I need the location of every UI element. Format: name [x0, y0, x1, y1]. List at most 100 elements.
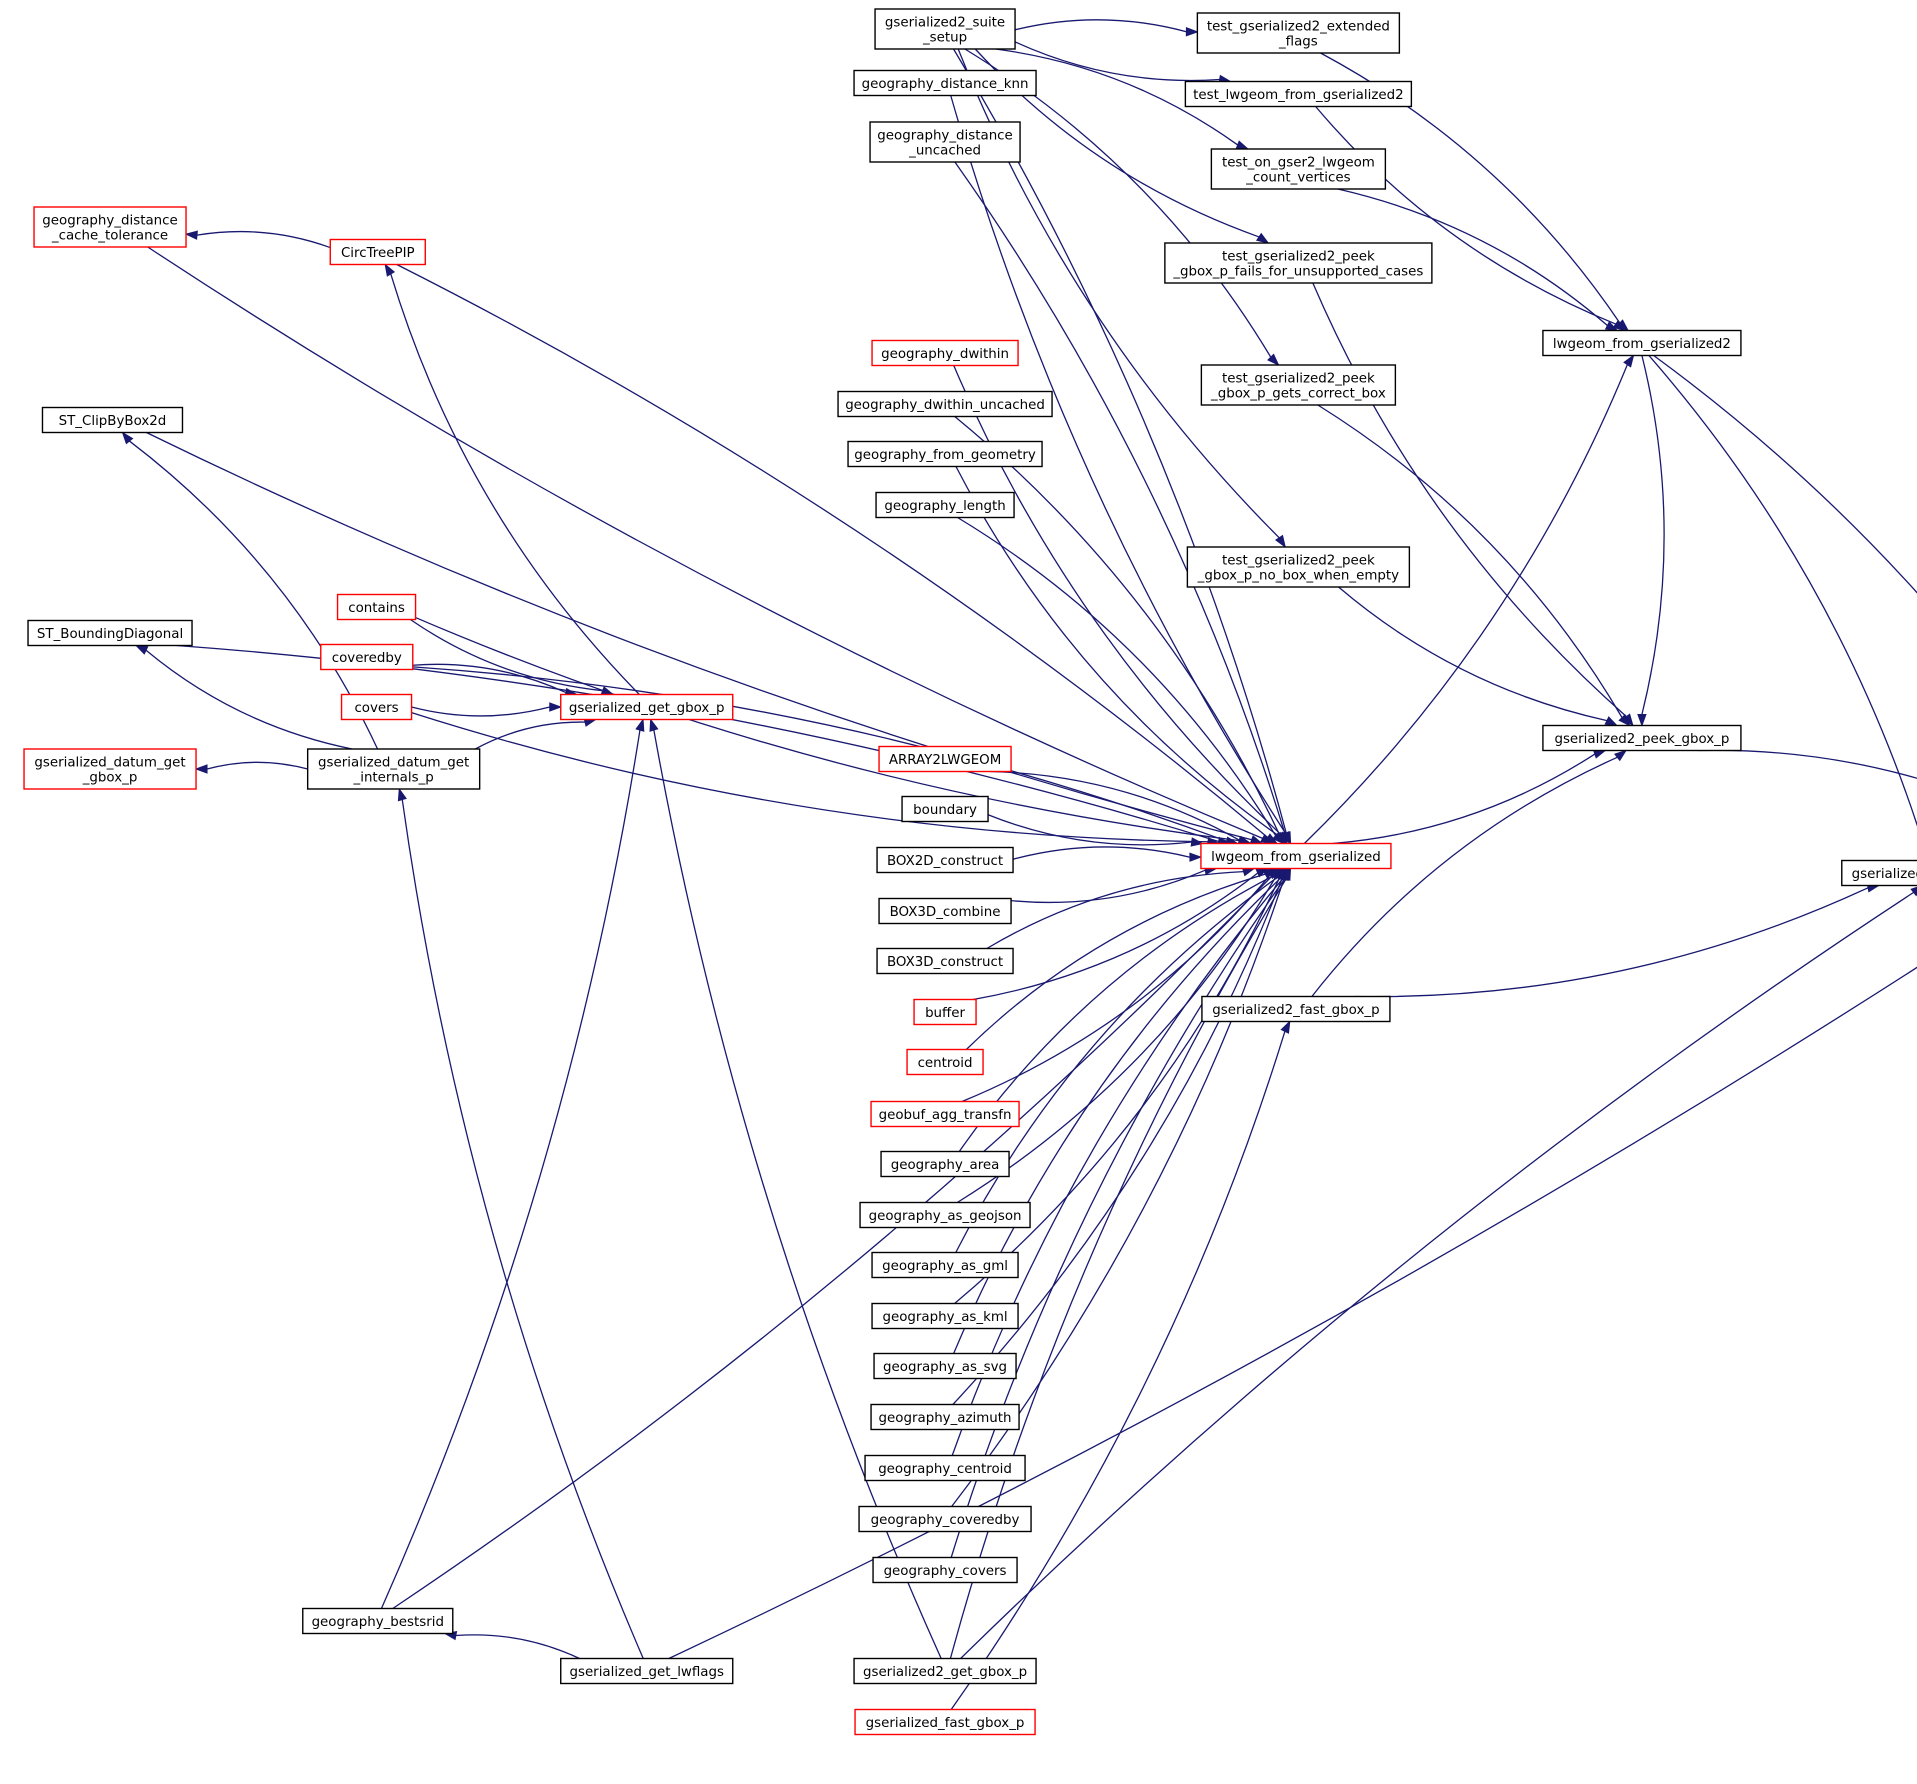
- node-geog-bestsrid[interactable]: geography_bestsrid: [302, 1607, 454, 1635]
- node-lwgeom-from-g2[interactable]: lwgeom_from_gserialized2: [1542, 329, 1742, 357]
- arrowhead-n_suite_setup-to-n_test_on_gser2: [1235, 140, 1250, 150]
- node-gs-get-gbox[interactable]: gserialized_get_gbox_p: [560, 693, 734, 721]
- arrowhead-n_lwgeom_from_g-to-n_lwgeom_from_g2: [1623, 354, 1635, 368]
- node-label: geography_azimuth: [879, 1411, 1012, 1426]
- node-label: centroid: [918, 1056, 973, 1071]
- node-box: [1200, 364, 1397, 406]
- node-geog-azimuth[interactable]: geography_azimuth: [870, 1403, 1020, 1431]
- arrowhead-n_gs_get_lwflags-to-n_gs_datum_internals: [397, 787, 407, 802]
- edge-n_test_peek_nobox-to-n_peek_gbox: [1338, 586, 1608, 722]
- node-box: [864, 1454, 1026, 1482]
- edge-n_circtree-to-n_geog_dist_cache: [196, 230, 331, 249]
- node-coveredby[interactable]: coveredby: [320, 643, 414, 671]
- node-lwgeom-from-g[interactable]: lwgeom_from_gserialized: [1200, 842, 1392, 870]
- node-fast-gbox2[interactable]: gserialized2_fast_gbox_p: [1201, 995, 1391, 1023]
- node-geog-dist-knn[interactable]: geography_distance_knn: [853, 69, 1037, 97]
- node-gs-datum-internals[interactable]: gserialized_datum_get_internals_p: [306, 748, 481, 790]
- node-label: gserialized2_fast_gbox_p: [1212, 1003, 1379, 1018]
- edge-n_st_clip-to-n_lwgeom_from_g: [146, 431, 1252, 841]
- node-box: [1184, 80, 1413, 108]
- node-box: [560, 1657, 734, 1685]
- node-label: geobuf_agg_transfn: [879, 1108, 1012, 1123]
- node-label: gserialized2_suite: [885, 16, 1005, 31]
- node-geog-covers[interactable]: geography_covers: [872, 1556, 1018, 1584]
- node-test-lwgeom-from[interactable]: test_lwgeom_from_gserialized2: [1184, 80, 1413, 108]
- node-geog-geojson[interactable]: geography_as_geojson: [859, 1201, 1031, 1229]
- node-contains[interactable]: contains: [336, 593, 417, 621]
- node-test-peek-nobox[interactable]: test_gserialized2_peek_gbox_p_no_box_whe…: [1186, 546, 1411, 588]
- node-gs2-get-gbox[interactable]: gserialized2_get_gbox_p: [853, 1657, 1037, 1685]
- node-st-clip[interactable]: ST_ClipByBox2d: [41, 406, 184, 434]
- edge-n_coveredby-to-n_lwgeom_from_g: [412, 666, 1228, 842]
- node-box: [1201, 995, 1391, 1023]
- node-box3d-cons[interactable]: BOX3D_construct: [876, 947, 1014, 975]
- node-suite-setup[interactable]: gserialized2_suite_setup: [874, 8, 1016, 50]
- node-box: [23, 748, 197, 790]
- node-geog-dwithin-unc[interactable]: geography_dwithin_uncached: [837, 390, 1053, 418]
- node-label: geography_as_geojson: [869, 1209, 1022, 1224]
- node-geog-svg[interactable]: geography_as_svg: [873, 1352, 1017, 1380]
- node-box: [870, 1403, 1020, 1431]
- edge-layer: [121, 19, 1917, 1710]
- node-gs-fast-gbox[interactable]: gserialized_fast_gbox_p: [854, 1708, 1036, 1736]
- node-geog-coveredby[interactable]: geography_coveredby: [858, 1505, 1032, 1533]
- node-gs-get-lwflags[interactable]: gserialized_get_lwflags: [560, 1657, 734, 1685]
- node-buffer[interactable]: buffer: [913, 998, 977, 1026]
- node-geog-length[interactable]: geography_length: [875, 491, 1015, 519]
- node-circtree[interactable]: CircTreePIP: [329, 238, 426, 266]
- node-label: gserialized2_peek_gbox_p: [1554, 732, 1729, 747]
- node-geog-centroid[interactable]: geography_centroid: [864, 1454, 1026, 1482]
- node-label: CircTreePIP: [341, 246, 415, 261]
- edge-n_geog_dist_unc-to-n_lwgeom_from_g: [954, 161, 1286, 834]
- node-test-on-gser2[interactable]: test_on_gser2_lwgeom_count_vertices: [1210, 148, 1387, 190]
- node-array2lw[interactable]: ARRAY2LWGEOM: [878, 745, 1012, 773]
- node-geobuf[interactable]: geobuf_agg_transfn: [870, 1100, 1020, 1128]
- node-test-ext-flags[interactable]: test_gserialized2_extended_flags: [1196, 12, 1401, 54]
- node-box2d-cons[interactable]: BOX2D_construct: [876, 846, 1014, 874]
- arrowhead-n_test_on_gser2-to-n_lwgeom_from_g2: [1604, 321, 1619, 332]
- edge-n_box3d_comb-to-n_lwgeom_from_g: [1010, 869, 1206, 904]
- edge-n_gs_get_lwflags-to-n_target: [668, 966, 1917, 1660]
- node-read-gbox[interactable]: gserialized2_read_gbox_p: [1841, 859, 1917, 887]
- node-geog-dist-unc[interactable]: geography_distance_uncached: [869, 121, 1021, 163]
- edge-n_gs2_get_gbox-to-n_lwgeom_from_g: [949, 878, 1287, 1659]
- node-geog-from-geom[interactable]: geography_from_geometry: [847, 440, 1043, 468]
- node-centroid[interactable]: centroid: [906, 1048, 984, 1076]
- node-box: [871, 1251, 1019, 1279]
- node-peek-gbox[interactable]: gserialized2_peek_gbox_p: [1542, 724, 1742, 752]
- arrowhead-n_test_peek_correct-to-n_peek_gbox: [1618, 713, 1631, 727]
- node-gs-datum-gbox[interactable]: gserialized_datum_get_gbox_p: [23, 748, 197, 790]
- node-box: [306, 748, 481, 790]
- node-box: [871, 1302, 1019, 1330]
- node-label: _gbox_p_no_box_when_empty: [1197, 569, 1399, 584]
- edge-n_gs_datum_internals-to-n_gs_get_gbox: [474, 721, 586, 750]
- node-box: [880, 1150, 1010, 1178]
- edge-n_array2lw-to-n_lwgeom_from_g: [990, 770, 1241, 842]
- node-layer: gserialized2_get_lwflagsgserialized2_sui…: [23, 8, 1917, 1736]
- node-test-peek-fails[interactable]: test_gserialized2_peek_gbox_p_fails_for_…: [1164, 242, 1433, 284]
- node-covers[interactable]: covers: [340, 693, 413, 721]
- edge-n_suite_setup-to-n_test_ext_flags: [1014, 19, 1187, 33]
- node-geog-dist-cache[interactable]: geography_distance_cache_tolerance: [33, 206, 187, 248]
- node-geog-gml[interactable]: geography_as_gml: [871, 1251, 1019, 1279]
- node-label: geography_as_gml: [882, 1259, 1008, 1274]
- node-boundary[interactable]: boundary: [901, 795, 989, 823]
- node-geog-area[interactable]: geography_area: [880, 1150, 1010, 1178]
- node-box: [1200, 842, 1392, 870]
- edge-n_lwgeom_from_g2-to-n_target: [1653, 354, 1917, 594]
- node-label: lwgeom_from_gserialized: [1211, 850, 1381, 865]
- node-label: geography_as_svg: [883, 1360, 1007, 1375]
- node-label: gserialized_datum_get: [318, 756, 469, 771]
- arrowhead-n_test_peek_nobox-to-n_peek_gbox: [1604, 716, 1619, 727]
- edge-n_lwgeom_from_g-to-n_lwgeom_from_g2: [1303, 364, 1628, 844]
- node-geog-dwithin[interactable]: geography_dwithin: [871, 339, 1019, 367]
- node-st-bdiag[interactable]: ST_BoundingDiagonal: [27, 619, 193, 647]
- edge-n_test_on_gser2-to-n_lwgeom_from_g2: [1337, 188, 1608, 327]
- node-box: [320, 643, 414, 671]
- node-label: BOX3D_construct: [887, 955, 1003, 970]
- node-box: [853, 69, 1037, 97]
- node-test-peek-correct[interactable]: test_gserialized2_peek_gbox_p_gets_corre…: [1200, 364, 1397, 406]
- node-geog-kml[interactable]: geography_as_kml: [871, 1302, 1019, 1330]
- node-box3d-comb[interactable]: BOX3D_combine: [878, 897, 1012, 925]
- edge-n_geog_svg-to-n_lwgeom_from_g: [953, 877, 1282, 1354]
